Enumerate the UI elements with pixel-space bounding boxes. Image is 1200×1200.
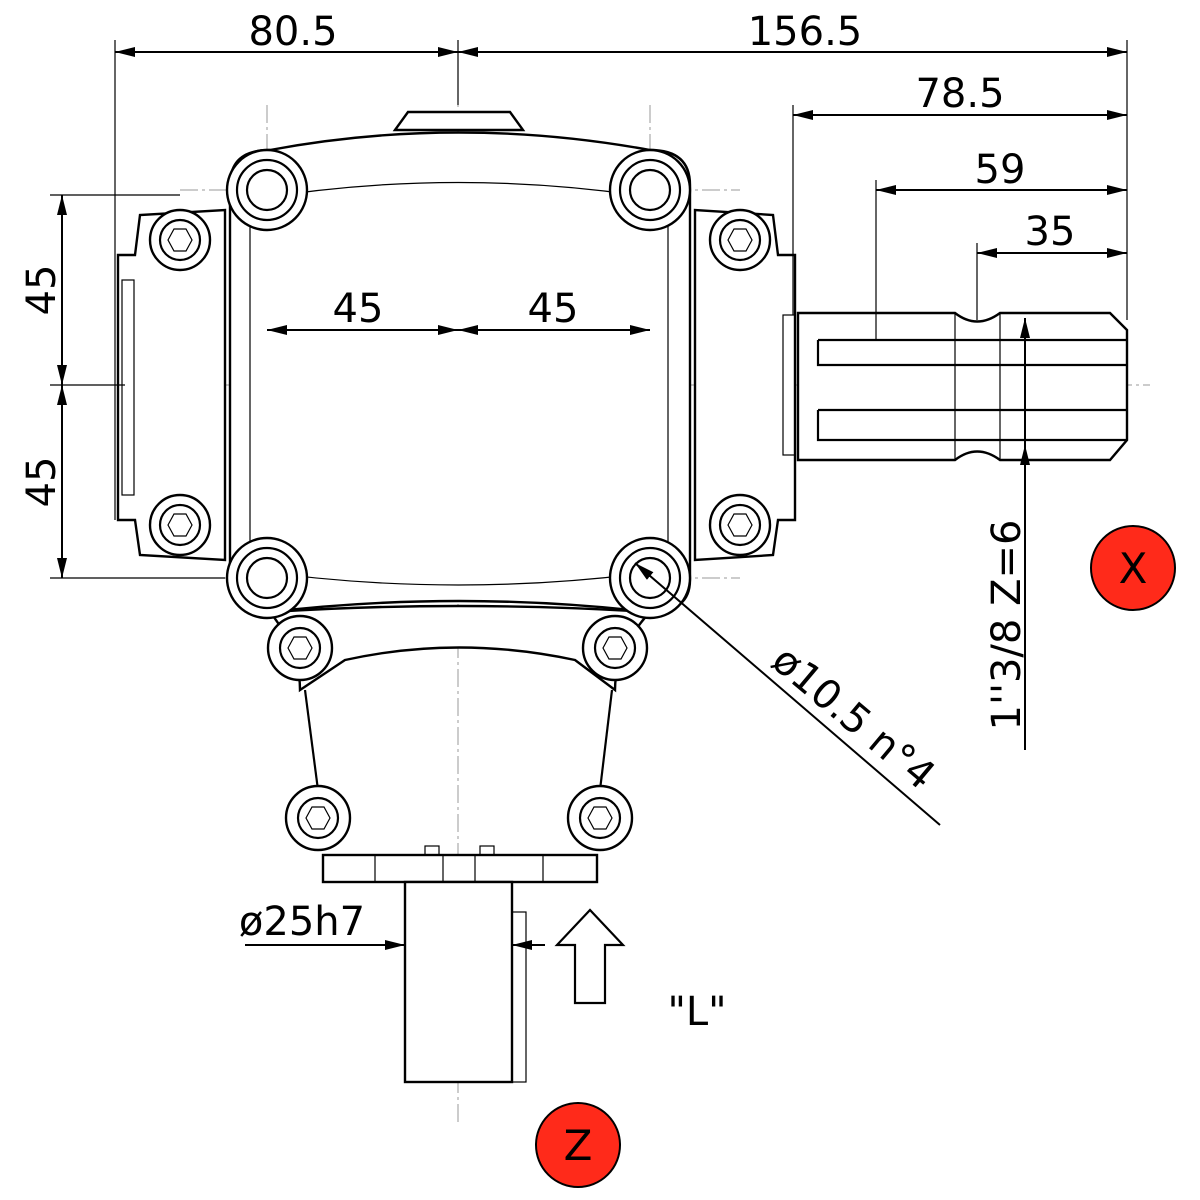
dim-input-shaft: ø25h7 (239, 899, 365, 945)
mounting-hole (608, 148, 692, 232)
svg-text:Z: Z (564, 1121, 593, 1170)
dim-spline-spec: 1''3/8 Z=6 (984, 520, 1030, 731)
gearbox-housing (116, 110, 797, 1084)
mounting-holes (225, 148, 692, 620)
dim-hole-spacing-top: 45 (19, 265, 65, 316)
output-shaft (796, 311, 1129, 462)
dimension-lines (50, 40, 1128, 950)
view-arrow-icon (554, 908, 626, 1005)
marker-output: X (1090, 525, 1176, 611)
dim-shaft-groove: 35 (1025, 209, 1076, 255)
dim-hole-spacing-left: 45 (333, 286, 384, 332)
dim-shaft-spline: 59 (975, 147, 1026, 193)
dim-left-width: 80.5 (248, 9, 337, 55)
bolt-icon (708, 208, 772, 272)
mounting-hole (608, 536, 692, 620)
dim-right-width: 156.5 (748, 9, 863, 55)
dim-hole-spacing-right: 45 (528, 286, 579, 332)
bolt-icon (148, 493, 212, 557)
dim-hole-spacing-bottom: 45 (19, 457, 65, 508)
mounting-hole (225, 148, 309, 232)
marker-input: Z (535, 1102, 621, 1188)
dim-shaft-total: 78.5 (915, 71, 1004, 117)
svg-text:X: X (1119, 544, 1148, 593)
bolt-icon (708, 493, 772, 557)
bolt-icon (566, 784, 634, 852)
view-label: "L" (667, 989, 726, 1035)
hex-bolts (148, 208, 772, 852)
bolt-icon (581, 614, 649, 682)
bolt-icon (266, 614, 334, 682)
bolt-icon (284, 784, 352, 852)
dim-hole-diameter: ø10.5 n°4 (763, 637, 944, 799)
bolt-icon (148, 208, 212, 272)
mounting-hole (225, 536, 309, 620)
